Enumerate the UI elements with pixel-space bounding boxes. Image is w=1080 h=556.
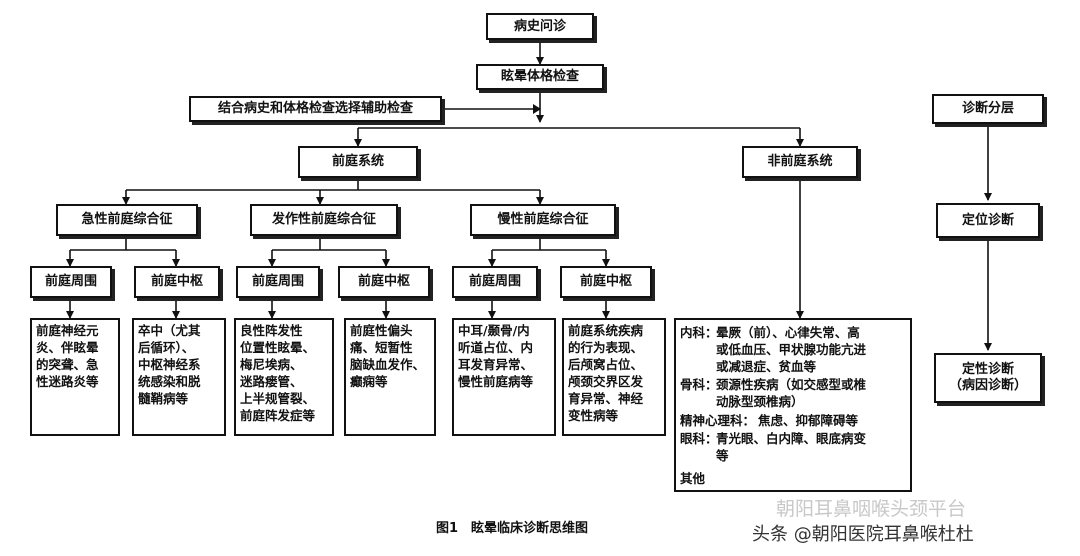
exam-box: 眩晕体格检查 bbox=[476, 64, 604, 90]
chronic-syndrome-label: 慢性前庭综合征 bbox=[497, 212, 589, 227]
orthopedics-text: 颈源性疾病（如交感型或椎 动脉型颈椎病） bbox=[716, 377, 867, 409]
acute-syndrome-label: 急性前庭综合征 bbox=[81, 212, 173, 227]
aux-box: 结合病史和体格检查选择辅助检查 bbox=[189, 96, 442, 122]
ophthalmology-text: 青光眼、白内障、眼底病变 等 bbox=[716, 431, 867, 463]
acute-peripheral-box: 前庭周围 bbox=[30, 266, 112, 298]
history-label: 病史问诊 bbox=[513, 18, 566, 34]
episodic-central-text: 前庭性偏头 痛、短暂性 脑缺血发作、 癫痫等 bbox=[350, 323, 426, 389]
acute-syndrome-box: 急性前庭综合征 bbox=[56, 204, 198, 236]
chronic-syndrome-box: 慢性前庭综合征 bbox=[470, 204, 616, 236]
acute-peripheral-text: 前庭神经元 炎、伴眩晕 的突聋、急 性迷路炎等 bbox=[36, 323, 99, 389]
chronic-peripheral-text: 中耳/颞骨/内 听道占位、内 耳发育异常、 慢性前庭病等 bbox=[458, 323, 534, 389]
chronic-central-box: 前庭中枢 bbox=[560, 266, 652, 298]
vestibular-box: 前庭系统 bbox=[298, 146, 418, 178]
watermark-toutiao: 头条 @朝阳医院耳鼻喉杜杜 bbox=[752, 524, 974, 545]
chronic-peripheral-box: 前庭周围 bbox=[452, 266, 538, 298]
nonvestibular-box: 非前庭系统 bbox=[742, 146, 858, 178]
chronic-peripheral-label: 前庭周围 bbox=[468, 274, 521, 289]
nonvestibular-diseases: 内科： 晕厥（前）、心律失常、高 或低血压、甲状腺功能亢进 或减退症、贫血等 骨… bbox=[674, 318, 912, 492]
psychiatry-text: 焦虑、抑郁障碍等 bbox=[758, 413, 859, 428]
localization-diagnosis-box: 定位诊断 bbox=[936, 203, 1040, 238]
figure-caption: 图1 眩晕临床诊断思维图 bbox=[436, 521, 589, 536]
chronic-central-text: 前庭系统疾病 的行为表现、 后颅窝占位、 颅颈交界区发 育异常、神经 变性病等 bbox=[568, 323, 644, 423]
diagnosis-layers-box: 诊断分层 bbox=[932, 94, 1044, 124]
psychiatry-label: 精神心理科： bbox=[680, 413, 756, 428]
chronic-central-diseases: 前庭系统疾病 的行为表现、 后颅窝占位、 颅颈交界区发 育异常、神经 变性病等 bbox=[562, 318, 666, 436]
internal-medicine-text: 晕厥（前）、心律失常、高 或低血压、甲状腺功能亢进 或减退症、贫血等 bbox=[716, 325, 867, 374]
chronic-central-label: 前庭中枢 bbox=[579, 274, 632, 289]
qualitative-diagnosis-box: 定性诊断 （病因诊断） bbox=[934, 353, 1042, 403]
acute-peripheral-diseases: 前庭神经元 炎、伴眩晕 的突聋、急 性迷路炎等 bbox=[30, 318, 120, 436]
history-box: 病史问诊 bbox=[486, 13, 594, 40]
aux-label: 结合病史和体格检查选择辅助检查 bbox=[217, 101, 413, 116]
episodic-central-diseases: 前庭性偏头 痛、短暂性 脑缺血发作、 癫痫等 bbox=[344, 318, 436, 436]
watermark-platform: 朝阳耳鼻咽喉头颈平台 bbox=[776, 498, 967, 520]
acute-central-diseases: 卒中（尤其 后循环）、 中枢神经系 统感染和脱 髓鞘病等 bbox=[132, 318, 226, 436]
orthopedics-label: 骨科： bbox=[680, 377, 718, 392]
episodic-peripheral-diseases: 良性阵发性 位置性眩晕、 梅尼埃病、 迷路瘘管、 上半规管裂、 前庭阵发症等 bbox=[234, 318, 334, 436]
acute-central-text: 卒中（尤其 后循环）、 中枢神经系 统感染和脱 髓鞘病等 bbox=[138, 323, 201, 406]
acute-peripheral-label: 前庭周围 bbox=[44, 274, 97, 289]
acute-central-label: 前庭中枢 bbox=[150, 274, 203, 289]
localization-diagnosis-label: 定位诊断 bbox=[961, 212, 1014, 228]
ophthalmology-label: 眼科： bbox=[680, 431, 718, 446]
chronic-peripheral-diseases: 中耳/颞骨/内 听道占位、内 耳发育异常、 慢性前庭病等 bbox=[452, 318, 556, 436]
nonvestibular-label: 非前庭系统 bbox=[767, 154, 833, 169]
qualitative-diagnosis-label: 定性诊断 （病因诊断） bbox=[948, 362, 1027, 393]
episodic-syndrome-label: 发作性前庭综合征 bbox=[271, 212, 376, 227]
acute-central-box: 前庭中枢 bbox=[134, 266, 220, 298]
episodic-syndrome-box: 发作性前庭综合征 bbox=[250, 204, 398, 236]
episodic-central-box: 前庭中枢 bbox=[338, 266, 430, 298]
exam-label: 眩晕体格检查 bbox=[500, 69, 579, 84]
episodic-peripheral-text: 良性阵发性 位置性眩晕、 梅尼埃病、 迷路瘘管、 上半规管裂、 前庭阵发症等 bbox=[240, 323, 316, 423]
vestibular-label: 前庭系统 bbox=[331, 154, 384, 169]
internal-medicine-label: 内科： bbox=[680, 325, 718, 340]
episodic-peripheral-label: 前庭周围 bbox=[251, 274, 304, 289]
diagnosis-layers-label: 诊断分层 bbox=[961, 101, 1014, 116]
other-label: 其他 bbox=[680, 471, 706, 486]
episodic-central-label: 前庭中枢 bbox=[357, 274, 410, 289]
episodic-peripheral-box: 前庭周围 bbox=[236, 266, 320, 298]
